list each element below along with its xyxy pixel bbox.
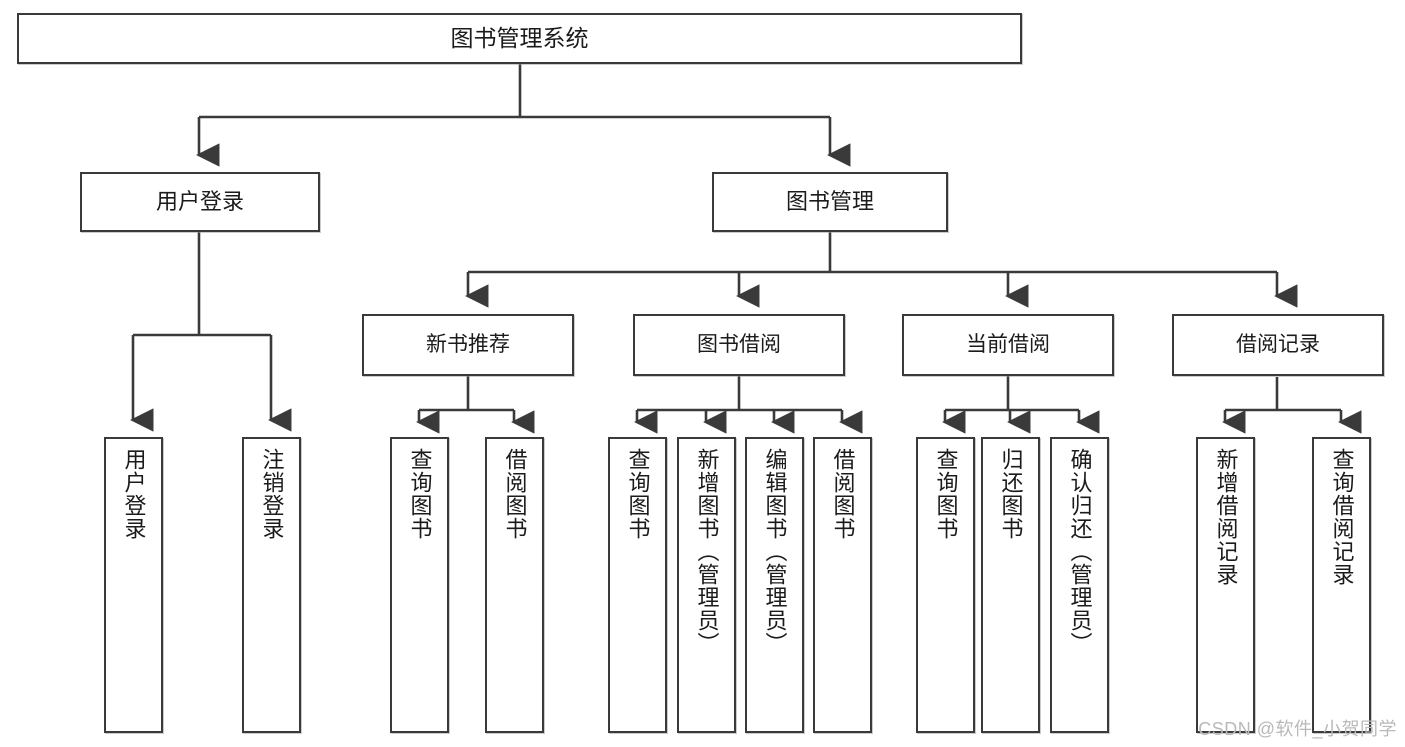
node-label: 新书推荐 — [426, 333, 510, 357]
node-label: 当前借阅 — [966, 333, 1050, 357]
node-label: 新增图书（管理员） — [694, 448, 720, 655]
node-label: 图书管理 — [785, 188, 874, 214]
node-borrow-record[interactable]: 借阅记录 — [1172, 314, 1384, 376]
node-label: 注销登录 — [259, 448, 285, 540]
leaf-query-borrow-record[interactable]: 查询借阅记录 — [1312, 437, 1371, 733]
node-label: 新增借阅记录 — [1213, 448, 1239, 586]
node-label: 归还图书 — [998, 448, 1024, 540]
leaf-return-book[interactable]: 归还图书 — [981, 437, 1040, 733]
leaf-query-book-current[interactable]: 查询图书 — [916, 437, 975, 733]
node-label: 查询图书 — [933, 448, 959, 540]
node-current-borrow[interactable]: 当前借阅 — [902, 314, 1114, 376]
leaf-borrow-book[interactable]: 借阅图书 — [813, 437, 872, 733]
leaf-confirm-return-admin[interactable]: 确认归还（管理员） — [1050, 437, 1109, 733]
node-label: 借阅图书 — [502, 448, 528, 540]
leaf-query-book-borrow[interactable]: 查询图书 — [608, 437, 667, 733]
leaf-user-login[interactable]: 用户登录 — [104, 437, 163, 733]
node-label: 确认归还（管理员） — [1067, 448, 1093, 655]
leaf-edit-book-admin[interactable]: 编辑图书（管理员） — [745, 437, 804, 733]
node-label: 查询图书 — [407, 448, 433, 540]
node-label: 图书管理系统 — [450, 24, 589, 51]
node-label: 查询图书 — [625, 448, 651, 540]
node-book-management-system[interactable]: 图书管理系统 — [17, 13, 1022, 64]
node-new-book-recommend[interactable]: 新书推荐 — [362, 314, 574, 376]
node-label: 图书借阅 — [697, 333, 781, 357]
watermark: CSDN @软件_小贺同学 — [1198, 719, 1397, 739]
node-label: 用户登录 — [155, 188, 244, 214]
node-label: 用户登录 — [121, 448, 147, 540]
node-label: 编辑图书（管理员） — [762, 448, 788, 655]
leaf-query-book-recommend[interactable]: 查询图书 — [390, 437, 449, 733]
node-book-borrow[interactable]: 图书借阅 — [633, 314, 845, 376]
leaf-logout-login[interactable]: 注销登录 — [242, 437, 301, 733]
node-label: 借阅记录 — [1236, 333, 1320, 357]
leaf-add-book-admin[interactable]: 新增图书（管理员） — [677, 437, 736, 733]
node-label: 查询借阅记录 — [1329, 448, 1355, 586]
node-user-login[interactable]: 用户登录 — [80, 172, 320, 232]
node-book-management[interactable]: 图书管理 — [712, 172, 948, 232]
leaf-borrow-book-recommend[interactable]: 借阅图书 — [485, 437, 544, 733]
leaf-add-borrow-record[interactable]: 新增借阅记录 — [1196, 437, 1255, 733]
node-label: 借阅图书 — [830, 448, 856, 540]
